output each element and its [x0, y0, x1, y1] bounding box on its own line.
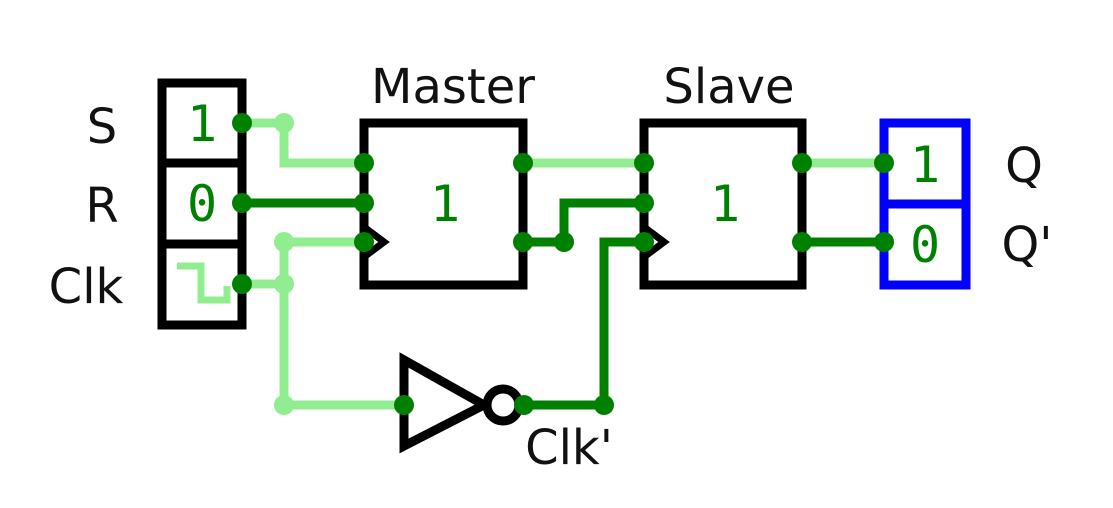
dot-clkbar-corner	[594, 395, 614, 415]
dot-r-out	[232, 193, 252, 213]
dot-clk-out	[232, 274, 252, 294]
s-input-value[interactable]: 1	[187, 95, 217, 153]
r-input-value[interactable]: 0	[187, 175, 217, 233]
dot-master-r	[354, 193, 374, 213]
dot-output-q	[874, 153, 894, 173]
dot-s-corner	[274, 113, 294, 133]
dot-slave-qbar	[792, 232, 812, 252]
q-output-value: 1	[910, 136, 940, 194]
dot-clk-bottom-corner	[274, 395, 294, 415]
wire-s-to-master	[237, 118, 369, 168]
dot-slave-s	[634, 153, 654, 173]
junction-dots-low	[274, 113, 294, 415]
slave-clock-triangle	[641, 224, 670, 260]
dot-master-q	[513, 153, 533, 173]
dot-slave-q	[792, 153, 812, 173]
dot-slave-clk	[634, 232, 654, 252]
dot-master-clk	[354, 232, 374, 252]
dot-inverter-in	[394, 395, 414, 415]
master-state: 1	[430, 175, 460, 233]
master-title: Master	[371, 59, 535, 115]
dot-master-qbar-corner	[554, 232, 574, 252]
qbar-output-value: 0	[910, 216, 940, 274]
slave-state: 1	[710, 175, 740, 233]
clock-waveform-icon	[177, 262, 231, 304]
master-latch	[359, 118, 528, 290]
dot-master-s	[354, 153, 374, 173]
inverter-label: Clk'	[525, 420, 613, 476]
q-label: Q	[1005, 138, 1043, 194]
wire-master-qbar-to-slave-r	[518, 198, 649, 247]
wire-clk-to-master	[237, 237, 369, 289]
inverter-gate	[399, 352, 494, 454]
clk-label: Clk	[49, 259, 124, 315]
slave-latch	[639, 118, 807, 290]
slave-title: Slave	[663, 59, 794, 115]
s-label: S	[87, 99, 117, 155]
master-clock-triangle	[361, 224, 390, 260]
dot-output-qbar	[874, 232, 894, 252]
dot-clk-corner	[274, 232, 294, 252]
dot-slave-r	[634, 193, 654, 213]
qbar-label: Q'	[1002, 217, 1053, 273]
dot-s-out	[232, 113, 252, 133]
dot-clk-junction	[274, 274, 294, 294]
wire-clk-to-inverter	[279, 279, 409, 410]
dot-master-qbar	[513, 232, 533, 252]
connection-dots	[232, 113, 894, 415]
r-label: R	[85, 178, 118, 234]
wire-clkbar-to-slave	[519, 237, 649, 410]
dot-inverter-out	[514, 395, 534, 415]
